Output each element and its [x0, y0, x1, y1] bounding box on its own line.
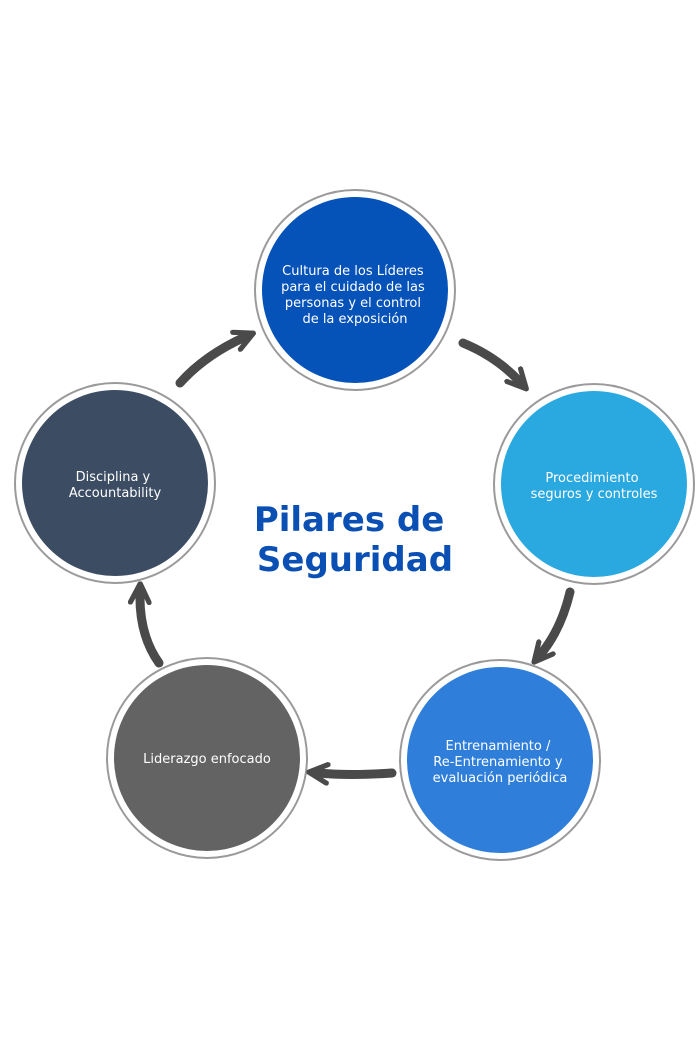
node-procedimientos: Procedimiento seguros y controles [493, 383, 695, 585]
arrow-procedimientos-to-entrenamiento [540, 587, 575, 655]
arrow-disciplina-to-cultura [175, 337, 245, 388]
node-circle [407, 667, 593, 853]
arrow-cultura-to-procedimientos [458, 338, 520, 382]
node-circle [22, 390, 208, 576]
node-circle [262, 197, 448, 383]
node-ring [493, 383, 695, 585]
node-label: Entrenamiento / Re-Entrenamiento y evalu… [433, 739, 568, 786]
arrow-liderazgo-to-disciplina [140, 593, 164, 668]
center-title: Pilares de Seguridad [254, 500, 456, 580]
node-label: Procedimiento seguros y controles [531, 471, 658, 502]
center-title-line-2: Seguridad [257, 540, 453, 580]
node-disciplina: Disciplina y Accountability [14, 382, 216, 584]
center-title-line-1: Pilares de [254, 500, 444, 540]
node-cultura-lideres: Cultura de los Líderes para el cuidado d… [254, 189, 456, 391]
node-ring [106, 657, 308, 859]
node-entrenamiento: Entrenamiento / Re-Entrenamiento y evalu… [399, 659, 601, 861]
node-label: Cultura de los Líderes para el cuidado d… [281, 264, 429, 327]
node-ring [399, 659, 601, 861]
node-label: Disciplina y Accountability [69, 470, 162, 501]
node-label: Liderazgo enfocado [143, 752, 271, 767]
arrow-entrenamiento-to-liderazgo [318, 773, 397, 775]
node-ring [254, 189, 456, 391]
node-circle [114, 665, 300, 851]
node-ring [14, 382, 216, 584]
node-liderazgo: Liderazgo enfocado [106, 657, 308, 859]
node-circle [501, 391, 687, 577]
